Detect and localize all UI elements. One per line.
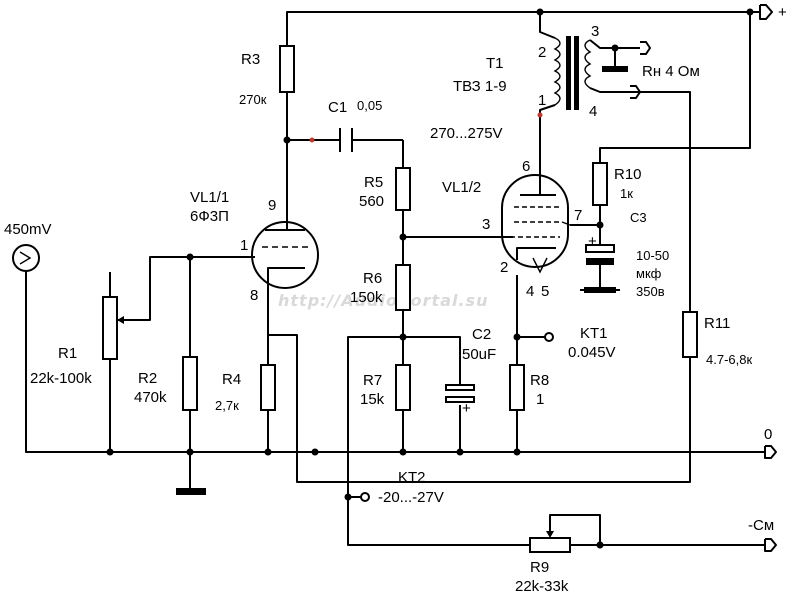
r4-value: 2,7к [215,398,239,413]
kt1-value: 0.045V [568,344,616,361]
test-point-kt2 [360,492,370,502]
vl1-pin-9: 9 [268,197,276,214]
t1-pin-1: 1 [538,92,546,109]
watermark: http://AudioPortal.su [278,291,488,310]
vl1-pin-8: 8 [250,287,258,304]
r9-value: 22k-33k [515,578,569,595]
r1-label: R1 [58,345,77,362]
r4-label: R4 [222,371,241,388]
resistor-r3 [279,45,295,93]
r10-label: R10 [614,166,642,183]
vl2-pin-4: 4 [526,283,534,300]
r8-label: R8 [530,372,549,389]
vl2-pin-2: 2 [500,259,508,276]
c2-value: 50uF [462,346,496,363]
r6-label: R6 [363,270,382,287]
kt2-value: -20...-27V [378,489,444,506]
t1-pin-2: 2 [538,44,546,61]
t1-pin-3: 3 [591,23,599,40]
load-terminals [630,41,651,99]
test-point-kt1 [544,332,554,342]
c1-value: 0,05 [357,98,382,113]
resistor-r2 [182,356,198,411]
r7-value: 15k [360,391,385,408]
neg-bias-label: -См [748,517,774,534]
t1-label: T1 [486,55,504,72]
labels: R3 270к C1 0,05 T1 ТВЗ 1-9 2 1 3 4 270..… [4,4,787,595]
secondary-ground [602,66,628,72]
ground-terminal [764,445,777,459]
r5-label: R5 [364,174,383,191]
vl1-pin-1: 1 [240,237,248,254]
c3-value-3: 350в [636,284,665,299]
plus-label: + [778,4,787,21]
resistor-r7 [395,364,411,411]
pot-wipers [117,316,554,538]
r2-label: R2 [138,370,157,387]
vl2-pin-7: 7 [574,207,582,224]
vl2-pin-5: 5 [541,283,549,300]
junctions [106,8,754,549]
tube-vl1-2 [501,174,571,268]
resistor-r8 [509,364,525,411]
r6-value: 150k [350,289,383,306]
capacitor-c2 [445,384,475,403]
c3-value-2: мкф [636,266,662,281]
r9-label: R9 [530,559,549,576]
r5-value: 560 [359,193,384,210]
r2-value: 470k [134,389,167,406]
resistor-r11 [682,311,698,358]
c2-label: C2 [472,326,491,343]
r8-value: 1 [536,391,544,408]
vl2-name: VL1/2 [442,179,481,196]
r11-label: R11 [704,315,730,332]
c3-value-1: 10-50 [636,248,669,263]
zero-label: 0 [764,426,772,443]
input-connector [12,244,40,272]
capacitor-c1 [339,128,353,152]
c3-plus: + [588,233,597,250]
load-label: Rн 4 Ом [642,63,700,80]
kt1-label: KT1 [580,325,608,342]
resistor-r5 [395,167,411,211]
c1-label: C1 [328,99,347,116]
transformer-t1 [553,36,592,110]
kt2-label: KT2 [398,469,426,486]
resistor-r4 [260,364,276,411]
resistor-r6 [395,264,411,311]
vl2-pin-6: 6 [522,158,530,175]
vl1-name: VL1/1 [190,189,229,206]
t1-type: ТВЗ 1-9 [453,78,507,95]
resistor-r10 [592,162,608,206]
t1-pin-4: 4 [589,103,597,120]
capacitor-c3 [580,244,620,293]
r11-value: 4.7-6,8к [706,352,752,367]
r10-value: 1к [620,186,633,201]
resistor-r9 [529,537,571,553]
c3-label: C3 [630,210,647,225]
r7-label: R7 [363,372,382,389]
vl2-pin-3: 3 [482,216,490,233]
plus-terminal [759,4,773,20]
tube-vl1-1 [251,221,319,289]
ground-symbol [176,488,206,495]
input-voltage: 450mV [4,221,52,238]
vl1-type: 6Ф3П [190,208,229,225]
resistors [102,45,698,553]
bias-terminal [764,538,777,552]
plate-voltage: 270...275V [430,125,503,142]
r3-label: R3 [241,51,260,68]
r1-value: 22k-100k [30,370,92,387]
c2-plus: + [462,400,471,417]
resistor-r1 [102,296,118,360]
r3-value: 270к [239,92,267,107]
